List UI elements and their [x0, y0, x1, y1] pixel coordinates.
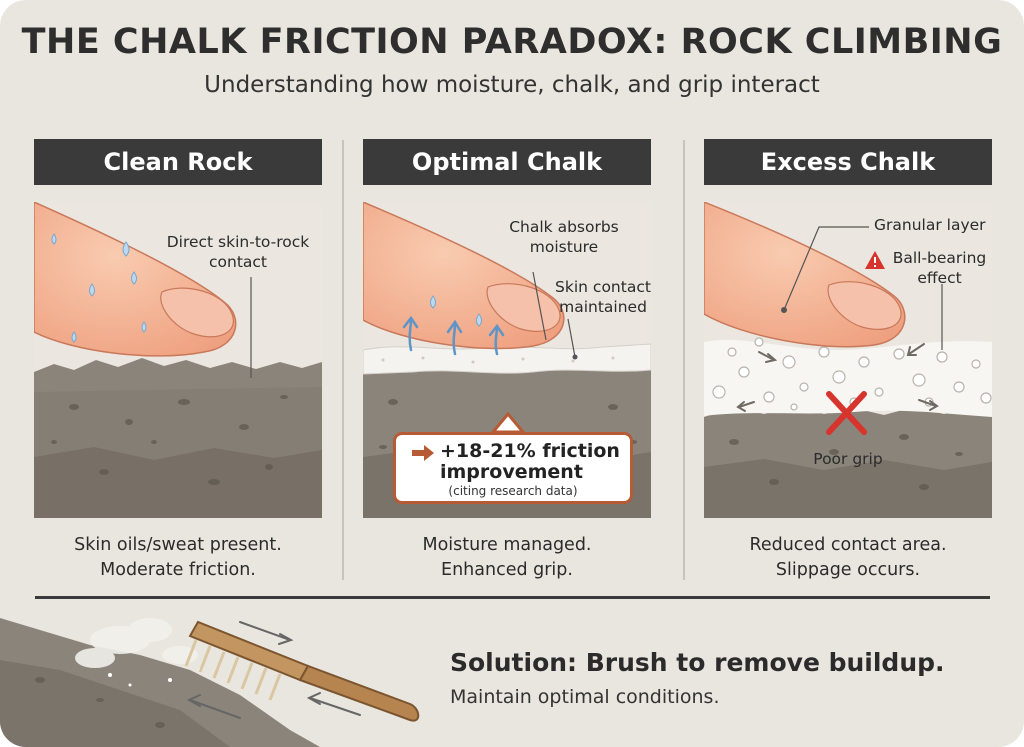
brush-on-rock-illustration	[0, 618, 420, 747]
page-subtitle: Understanding how moisture, chalk, and g…	[204, 72, 820, 98]
brush-icon	[184, 620, 420, 722]
callout-source: (citing research data)	[448, 484, 578, 498]
label-skin-contact: Skin contact maintained	[555, 278, 651, 316]
chalk-layer	[363, 343, 651, 375]
caption-optimal-chalk: Moisture managed. Enhanced grip.	[422, 535, 592, 580]
label-ball-bearing: Ball-bearing effect	[892, 249, 987, 287]
granular-chalk-layer	[704, 339, 992, 417]
label-granular-layer: Granular layer	[874, 216, 986, 234]
panel-heading-clean-rock: Clean Rock	[34, 139, 322, 185]
label-chalk-absorbs: Chalk absorbs moisture	[509, 218, 619, 256]
optimal-chalk-illustration: Chalk absorbs moisture Skin contact main…	[363, 202, 651, 518]
excess-chalk-illustration: Granular layer Ball-bearing effect Poor …	[704, 202, 992, 518]
section-divider	[35, 596, 990, 599]
panel-divider	[342, 140, 344, 580]
label-direct-contact: Direct skin-to-rock contact	[166, 233, 310, 271]
solution-title: Solution: Brush to remove buildup.	[450, 648, 945, 677]
panel-heading-optimal-chalk: Optimal Chalk	[363, 139, 651, 185]
panel-divider	[683, 140, 685, 580]
callout-main: +18-21% friction improvement	[440, 440, 620, 483]
arrow-right-icon	[412, 445, 434, 461]
label-poor-grip: Poor grip	[813, 450, 883, 468]
clean-rock-illustration: Direct skin-to-rock contact	[34, 202, 322, 518]
friction-callout: +18-21% friction improvement (citing res…	[393, 432, 633, 504]
warning-icon	[865, 251, 885, 269]
solution-subtitle: Maintain optimal conditions.	[450, 686, 720, 708]
poor-grip-x-icon	[826, 391, 867, 435]
panel-heading-excess-chalk: Excess Chalk	[704, 139, 992, 185]
page-title: THE CHALK FRICTION PARADOX: ROCK CLIMBIN…	[21, 22, 1003, 62]
caption-clean-rock: Skin oils/sweat present. Moderate fricti…	[74, 535, 282, 580]
caption-excess-chalk: Reduced contact area. Slippage occurs.	[749, 535, 947, 580]
